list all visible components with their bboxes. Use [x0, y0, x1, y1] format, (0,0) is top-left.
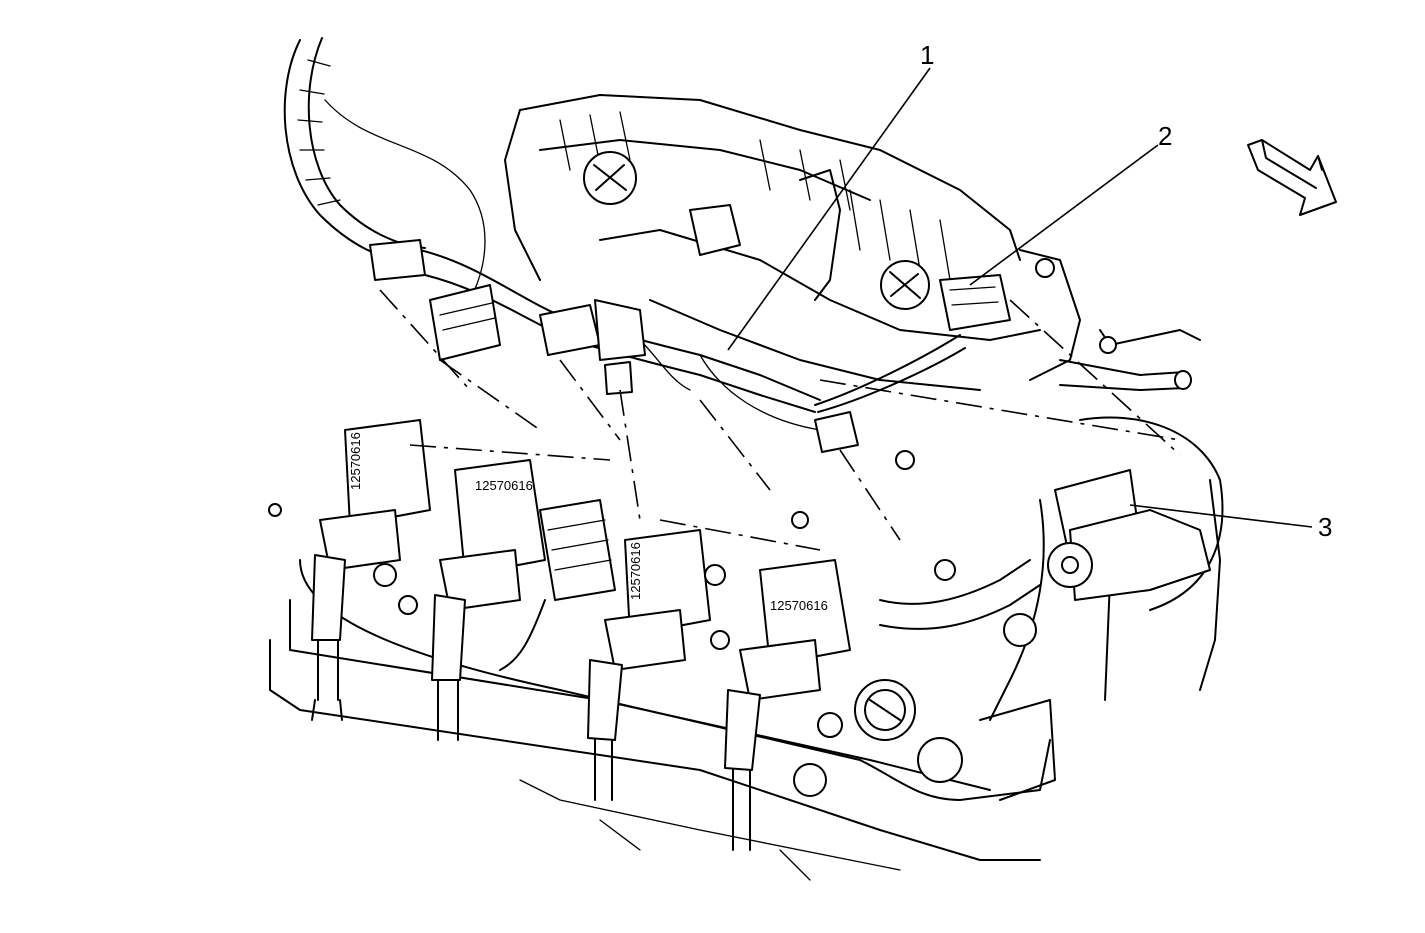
wiring-harness [283, 37, 966, 671]
connector-2-body [939, 274, 1011, 331]
coil-part-number: 12570616 [628, 542, 643, 600]
right-engine-side [879, 249, 1224, 721]
intake-manifold [504, 94, 1041, 391]
ignition-coil-2: 12570616 [431, 459, 546, 741]
coil-part-number: 12570616 [475, 478, 533, 493]
callout-label-2: 2 [1158, 121, 1172, 151]
arrow-icon [1247, 139, 1337, 216]
callout-label-3: 3 [1318, 512, 1332, 542]
ignition-coil-4: 12570616 [724, 559, 851, 851]
coil-part-number: 12570616 [770, 598, 828, 613]
valve-cover [269, 559, 1056, 881]
ignition-coil-3: 12570616 [587, 529, 711, 801]
mounting-bolts [268, 258, 1117, 738]
ignition-coil-1: 12570616 [311, 419, 431, 721]
callout-2: 2 [969, 121, 1172, 286]
exploded-view-lines [379, 289, 1181, 551]
callout-1: 1 [727, 40, 934, 351]
callout-3: 3 [1129, 504, 1332, 542]
callout-label-1: 1 [920, 40, 934, 70]
coil-part-number: 12570616 [348, 432, 363, 490]
